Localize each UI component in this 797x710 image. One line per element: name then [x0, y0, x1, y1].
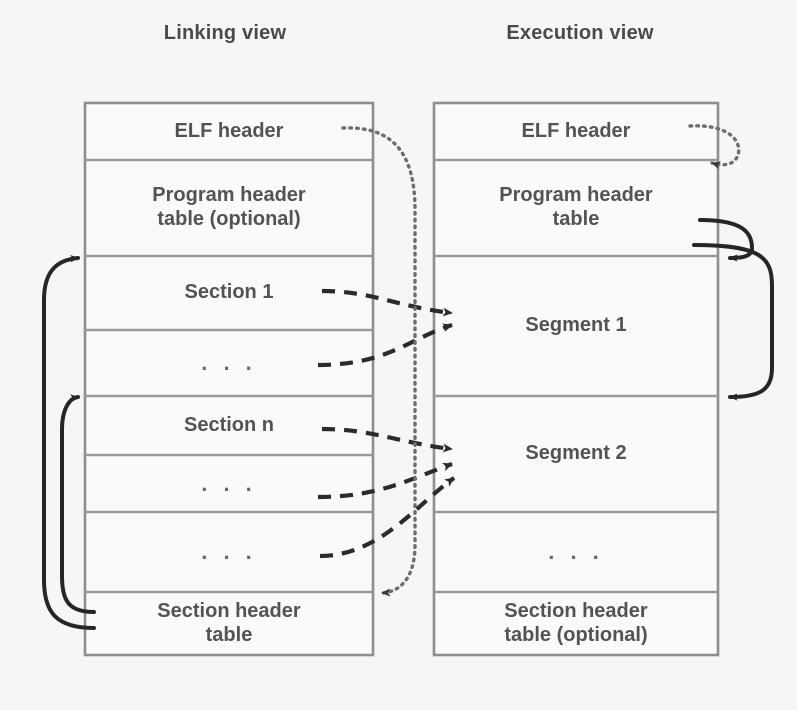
arrow-section-dots-to-segment-1 [317, 322, 453, 368]
execution-view-box [432, 101, 720, 657]
arrow-program-header-table-to-segment-1 [698, 218, 755, 262]
execution-view-outline [432, 101, 720, 657]
arrow-section-1-to-segment-1 [321, 288, 453, 317]
arrow-section-header-table-to-section-1 [42, 255, 96, 630]
arrow-section-dots2-to-segment-2 [317, 462, 453, 500]
arrow-section-n-to-segment-2 [321, 426, 453, 453]
arrow-program-header-table-to-segment-2 [692, 243, 774, 401]
arrow-section-dots3-to-segment-2 [319, 476, 456, 559]
linking-view-outline [83, 101, 375, 657]
linking-view-title: Linking view [163, 22, 287, 44]
arrow-elf-header-to-program-header-table [688, 124, 741, 170]
arrow-elf-header-to-section-header-table [341, 126, 417, 597]
linking-view-box [83, 101, 375, 657]
execution-view-title: Execution view [506, 22, 654, 44]
arrow-section-header-table-to-section-n [60, 394, 96, 614]
